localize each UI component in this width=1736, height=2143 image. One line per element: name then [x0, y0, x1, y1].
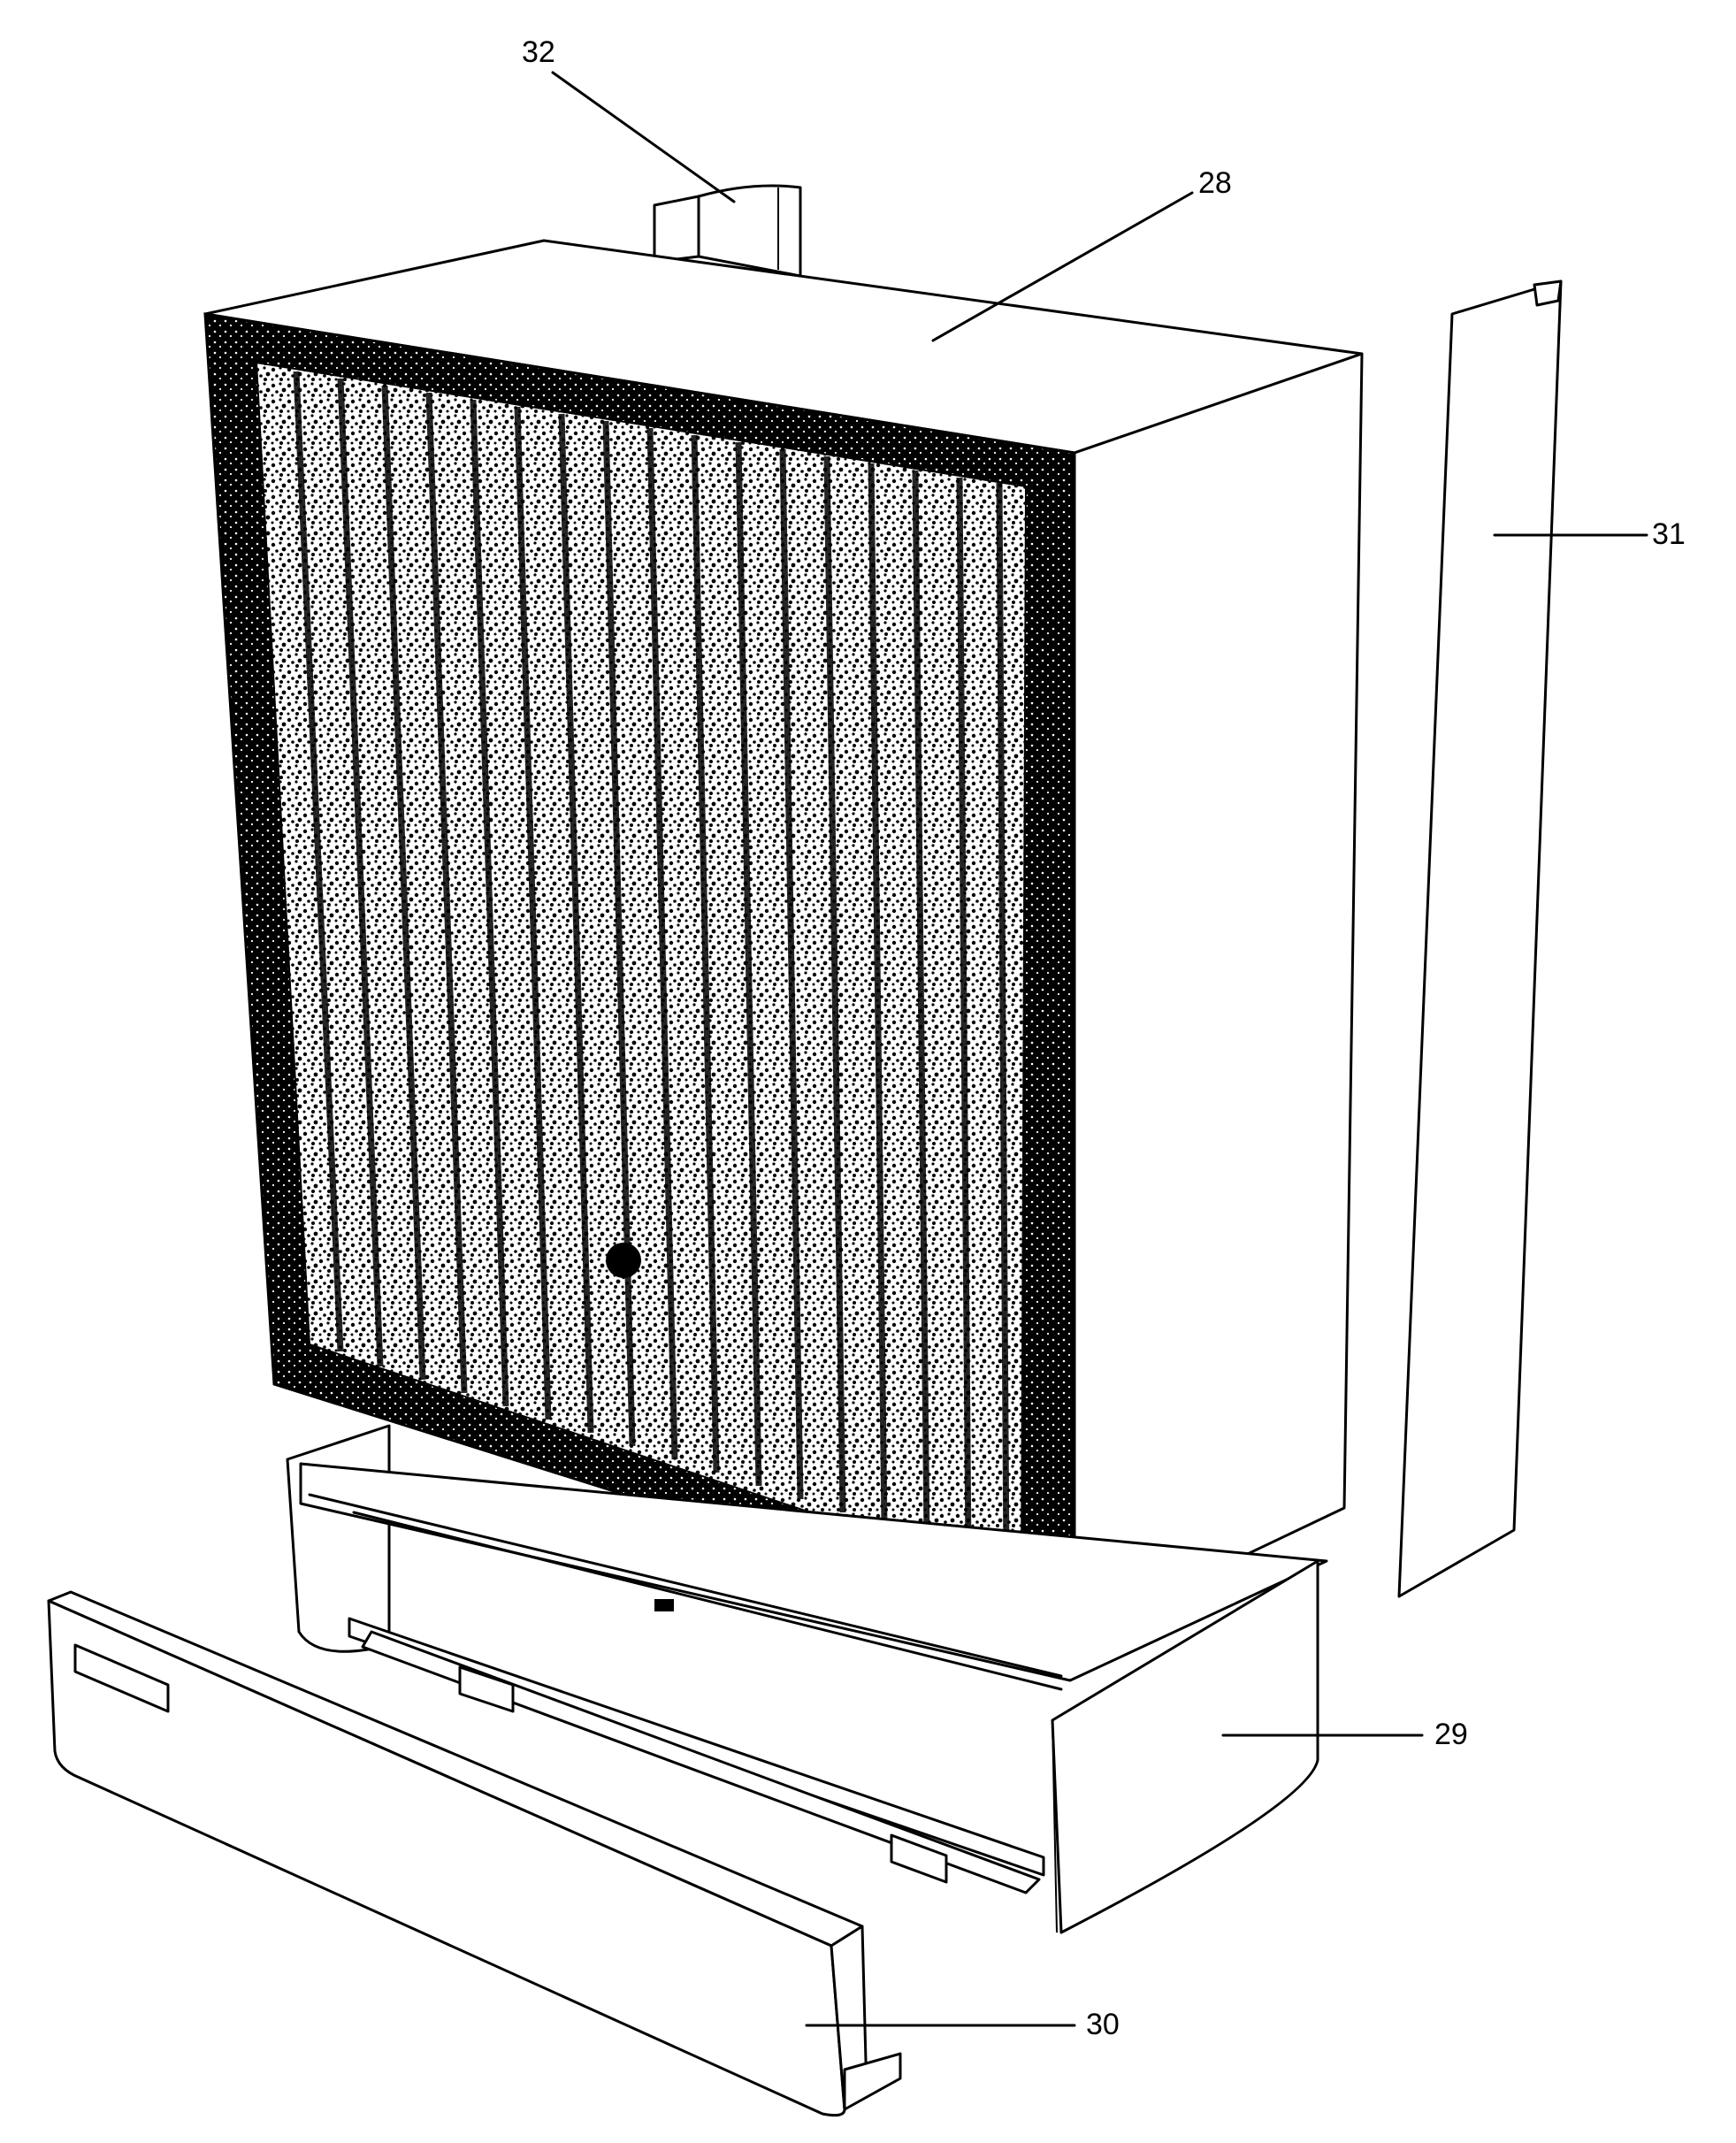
base-plinth-29	[286, 1424, 1328, 1934]
label-31: 31	[1652, 517, 1686, 551]
leader-lines	[551, 71, 1648, 2027]
filter-pleats	[293, 371, 1010, 1566]
side-panel-31	[1397, 279, 1563, 1598]
label-29: 29	[1434, 1718, 1468, 1751]
filter-cabinet-28	[203, 239, 1364, 1639]
label-30: 30	[1086, 2008, 1120, 2041]
outlet-duct-32	[653, 184, 802, 278]
label-28: 28	[1198, 166, 1232, 200]
front-cover-30	[47, 1590, 902, 2117]
label-32: 32	[522, 35, 555, 69]
